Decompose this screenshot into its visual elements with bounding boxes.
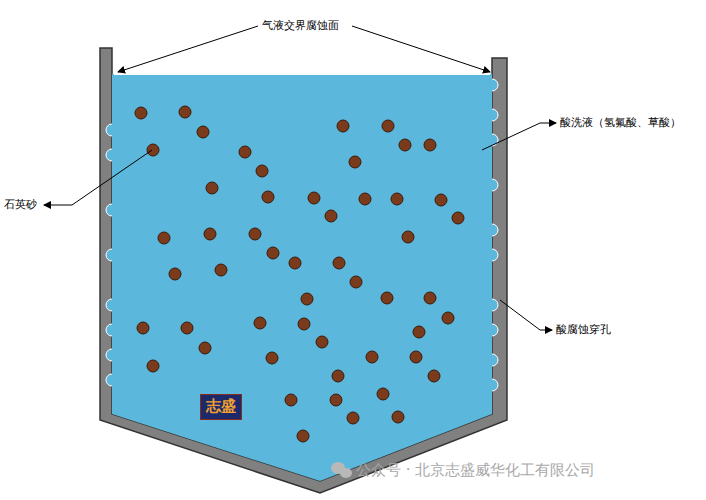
corrosion-pit	[106, 149, 112, 161]
corrosion-pit	[106, 204, 112, 216]
sand-grain	[135, 107, 147, 119]
sand-grain	[147, 360, 159, 372]
sand-grain	[330, 394, 342, 406]
callout-label: 酸洗液（氢氟酸、草酸）	[560, 116, 681, 129]
sand-grain	[215, 264, 227, 276]
sand-grain	[256, 165, 268, 177]
sand-grain	[301, 293, 313, 305]
sand-grain	[382, 120, 394, 132]
sand-grain	[413, 326, 425, 338]
sand-grain	[349, 156, 361, 168]
corrosion-pit	[106, 349, 112, 361]
sand-grain	[147, 144, 159, 156]
wechat-icon	[331, 462, 352, 478]
corrosion-pit	[492, 79, 498, 91]
liquid-surface	[114, 73, 490, 75]
tank-wall	[100, 48, 507, 493]
sand-grain	[359, 193, 371, 205]
sand-grain	[289, 257, 301, 269]
corrosion-pit	[492, 354, 498, 366]
sand-grain	[137, 322, 149, 334]
sand-grain	[402, 231, 414, 243]
sand-grain	[399, 139, 411, 151]
sand-grain	[206, 182, 218, 194]
corrosion-pit	[492, 324, 498, 336]
corrosion-pit	[492, 249, 498, 261]
leader-line	[118, 26, 258, 72]
sand-grain	[391, 193, 403, 205]
sand-grain	[332, 370, 344, 382]
sand-grain	[377, 388, 389, 400]
leader-line	[482, 123, 556, 150]
sand-grain	[249, 228, 261, 240]
corrosion-pit	[106, 249, 112, 261]
corrosion-pit	[106, 299, 112, 311]
sand-grain	[254, 317, 266, 329]
logo-text: 志盛	[206, 397, 236, 417]
callout-label: 石英砂	[4, 198, 37, 211]
sand-grain	[204, 228, 216, 240]
sand-grain	[199, 342, 211, 354]
sand-grain	[308, 192, 320, 204]
sand-grain	[285, 394, 297, 406]
sand-grain	[197, 126, 209, 138]
sand-grain	[337, 120, 349, 132]
sand-grain	[266, 352, 278, 364]
corrosion-pit	[492, 109, 498, 121]
logo-box: 志盛	[200, 394, 242, 420]
sand-grain	[267, 247, 279, 259]
corrosion-pit	[492, 379, 498, 391]
callout-label: 气液交界腐蚀面	[262, 19, 339, 32]
sand-grain	[179, 106, 191, 118]
corrosion-pit	[492, 179, 498, 191]
corrosion-pit	[492, 224, 498, 236]
sand-grain	[181, 322, 193, 334]
sand-grain	[424, 292, 436, 304]
sand-grain	[333, 257, 345, 269]
sand-grain	[262, 191, 274, 203]
leader-line	[352, 26, 490, 72]
sand-grain	[428, 370, 440, 382]
sand-grain	[325, 210, 337, 222]
sand-grain	[424, 139, 436, 151]
sand-grain	[297, 430, 309, 442]
sand-grain	[410, 351, 422, 363]
sand-grain	[169, 268, 181, 280]
sand-grain	[298, 318, 310, 330]
sand-grain	[239, 146, 251, 158]
leader-line	[44, 150, 152, 205]
watermark: 公众号 · 北京志盛威华化工有限公司	[356, 461, 595, 479]
sand-grain	[316, 336, 328, 348]
sand-grain	[435, 194, 447, 206]
leader-line	[500, 300, 552, 330]
acid-liquid	[112, 74, 492, 481]
sand-grain	[366, 351, 378, 363]
sand-grain	[347, 412, 359, 424]
sand-grain	[452, 212, 464, 224]
corrosion-pit	[106, 324, 112, 336]
callout-label: 酸腐蚀穿孔	[556, 323, 611, 336]
corrosion-pit	[106, 124, 112, 136]
quartz-sand	[135, 106, 464, 442]
sand-grain	[381, 292, 393, 304]
corrosion-pit	[492, 299, 498, 311]
sand-grain	[158, 232, 170, 244]
sand-grain	[392, 411, 404, 423]
sand-grain	[350, 276, 362, 288]
sand-grain	[442, 312, 454, 324]
corrosion-pits	[106, 79, 498, 391]
corrosion-pit	[106, 374, 112, 386]
